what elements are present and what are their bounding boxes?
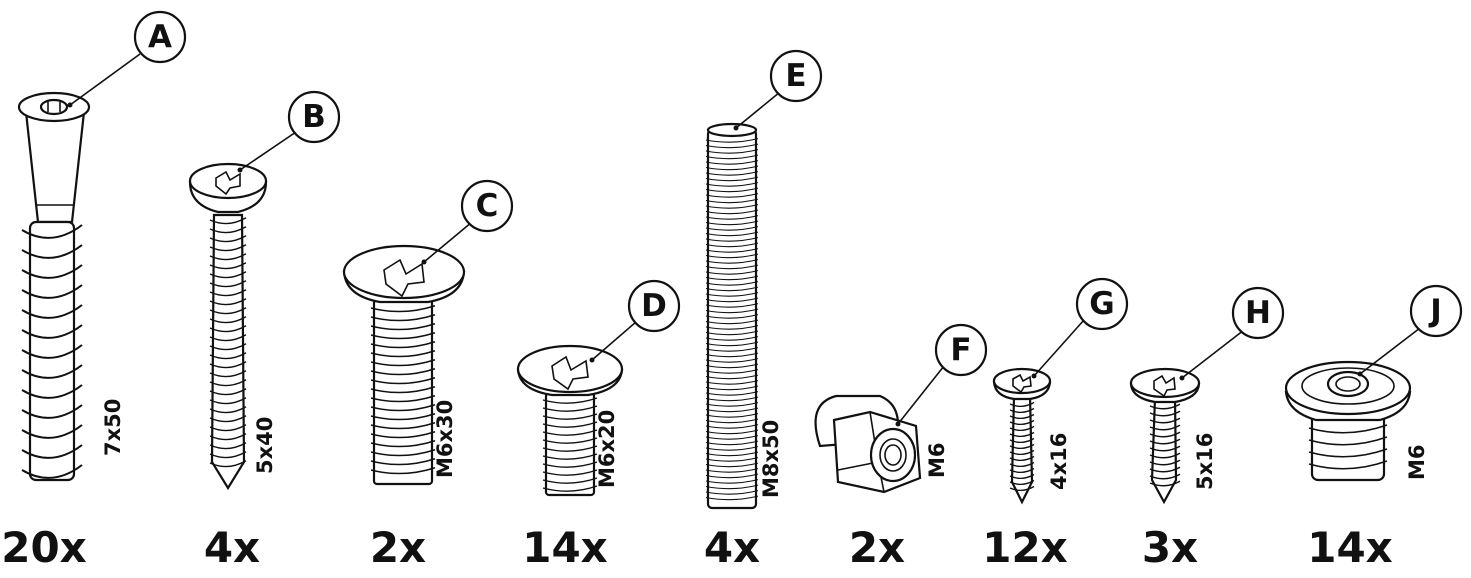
part-quantity: 14x (1307, 523, 1393, 572)
leader-line (735, 91, 781, 129)
part-letter: C (476, 188, 499, 224)
part-quantity: 4x (704, 523, 760, 572)
callout-bubble: B (287, 90, 341, 144)
part-f: F M6 2x (814, 323, 988, 572)
leader-line (423, 221, 473, 263)
part-size-label: M6 (925, 442, 949, 478)
part-size-label: M6x20 (595, 410, 619, 488)
leader-line (239, 131, 297, 171)
callout-bubble: C (460, 179, 514, 233)
part-letter: H (1245, 295, 1271, 331)
part-letter: G (1089, 286, 1114, 322)
hanger-bolt-drawing (17, 91, 91, 482)
part-size-label: M6 (1405, 444, 1429, 480)
part-quantity: 20x (1, 523, 87, 572)
part-b: B 5x40 4x (188, 90, 341, 572)
part-d: D M6x20 14x (516, 279, 681, 572)
part-letter: F (950, 332, 971, 368)
leader-line (1033, 319, 1085, 377)
part-e: E M8x50 4x (704, 49, 823, 572)
callout-bubble: D (627, 279, 681, 333)
part-quantity: 14x (522, 523, 608, 572)
callout-bubble: E (769, 49, 823, 103)
callout-bubble: J (1409, 284, 1463, 338)
part-c: C M6x30 2x (342, 179, 514, 572)
part-size-label: 4x16 (1047, 433, 1071, 490)
part-quantity: 2x (849, 523, 905, 572)
part-size-label: 5x40 (253, 417, 277, 474)
part-size-label: 7x50 (101, 399, 125, 456)
part-quantity: 3x (1142, 523, 1198, 572)
part-quantity: 4x (204, 523, 260, 572)
part-size-label: M8x50 (759, 420, 783, 498)
threaded-insert-drawing (1284, 360, 1412, 482)
leader-line (591, 321, 637, 361)
callout-bubble: H (1231, 286, 1285, 340)
leader-line (69, 53, 141, 106)
part-quantity: 12x (982, 523, 1068, 572)
part-g: G 4x16 12x (982, 277, 1129, 572)
callout-bubble: G (1075, 277, 1129, 331)
wood-screw-drawing (992, 367, 1052, 505)
part-size-label: 5x16 (1193, 433, 1217, 490)
part-letter: A (148, 19, 172, 55)
callout-bubble: F (934, 323, 988, 377)
leader-line (1181, 329, 1245, 379)
part-j: J M6 14x (1284, 284, 1463, 572)
leader-line (897, 365, 945, 425)
wood-screw-drawing (188, 162, 268, 491)
part-size-label: M6x30 (433, 400, 457, 478)
part-letter: D (641, 288, 667, 324)
leader-line (1359, 327, 1421, 375)
machine-screw-drawing (342, 244, 466, 486)
wood-screw-drawing (1129, 367, 1201, 505)
part-letter: E (785, 58, 806, 94)
part-quantity: 2x (370, 523, 426, 572)
threaded-rod-drawing (705, 122, 759, 510)
part-h: H 5x16 3x (1129, 286, 1285, 572)
callout-bubble: A (133, 10, 187, 64)
part-letter: J (1428, 293, 1442, 329)
part-a: A 7x50 20x (1, 10, 187, 572)
part-letter: B (302, 99, 326, 135)
acorn-nut-drawing (814, 394, 922, 494)
